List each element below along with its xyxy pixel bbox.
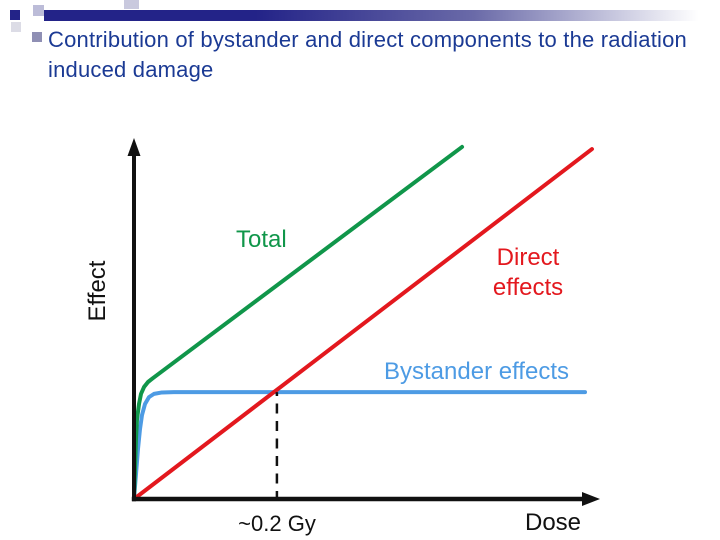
deco-square-light [11,22,21,32]
deco-square-lavender [33,5,44,16]
title-bullet-icon [32,32,42,42]
series-label-direct: Direct effects [492,244,564,301]
series-label-total: Total [236,226,287,253]
y-axis-label: Effect [84,260,111,322]
page-title: Contribution of bystander and direct com… [48,27,687,82]
deco-square-top [124,0,139,9]
deco-square-navy [10,10,20,20]
header-gradient-bar [44,10,705,21]
x-axis-label: Dose [524,509,582,536]
series-label-bystander: Bystander effects [384,358,569,385]
dose-threshold-label: ~0.2 Gy [238,511,316,536]
